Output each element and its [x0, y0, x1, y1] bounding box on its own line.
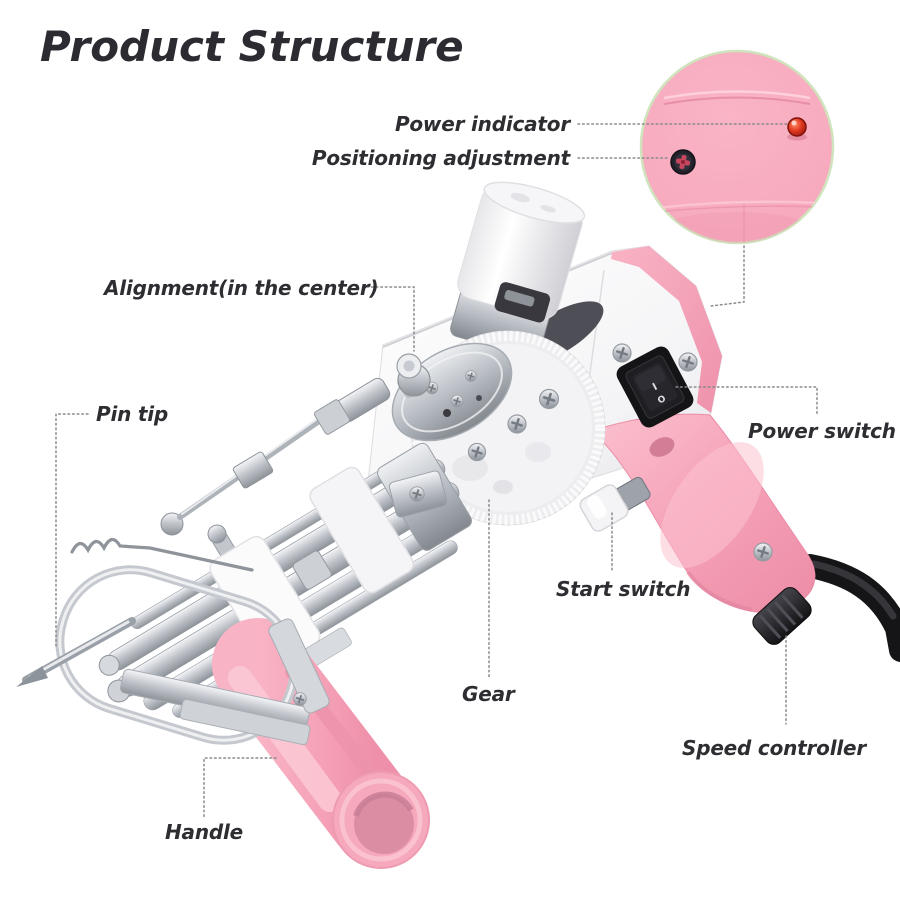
yarn-guard: [55, 565, 299, 745]
switch-mark-off: O: [656, 394, 668, 407]
power-indicator-led: [787, 117, 807, 141]
power-switch-rocker[interactable]: I O: [613, 343, 696, 430]
needle-bar-assembly: [98, 442, 472, 718]
speed-controller-knob[interactable]: [749, 584, 815, 648]
foot-bracket: [120, 470, 448, 746]
leader-lines: [55, 123, 818, 819]
switch-mark-on: I: [651, 382, 659, 393]
crank-linkage: [160, 353, 431, 536]
front-handle[interactable]: [212, 618, 430, 869]
label-positioning-adjustment: Positioning adjustment: [311, 146, 570, 170]
spring: [70, 537, 254, 572]
body-pink-rim: [611, 246, 722, 413]
label-start-switch: Start switch: [556, 577, 691, 601]
label-gear: Gear: [462, 682, 515, 706]
label-power-indicator: Power indicator: [394, 112, 570, 136]
positioning-adjustment-screw[interactable]: [670, 149, 696, 175]
label-handle: Handle: [165, 820, 244, 844]
detail-inset-circle: [639, 49, 835, 245]
page-title: Product Structure: [40, 22, 464, 71]
handle-screw: [752, 541, 774, 563]
label-pin-tip: Pin tip: [96, 402, 169, 426]
label-alignment: Alignment(in the center): [104, 276, 379, 300]
label-speed-controller: Speed controller: [682, 736, 867, 760]
handle-bore: [354, 794, 414, 854]
power-cable: [798, 554, 900, 662]
handle-vent-hole: [649, 437, 675, 457]
label-power-switch: Power switch: [748, 419, 896, 443]
pin-tip-needle: [16, 617, 136, 687]
start-switch-button[interactable]: [578, 476, 652, 534]
